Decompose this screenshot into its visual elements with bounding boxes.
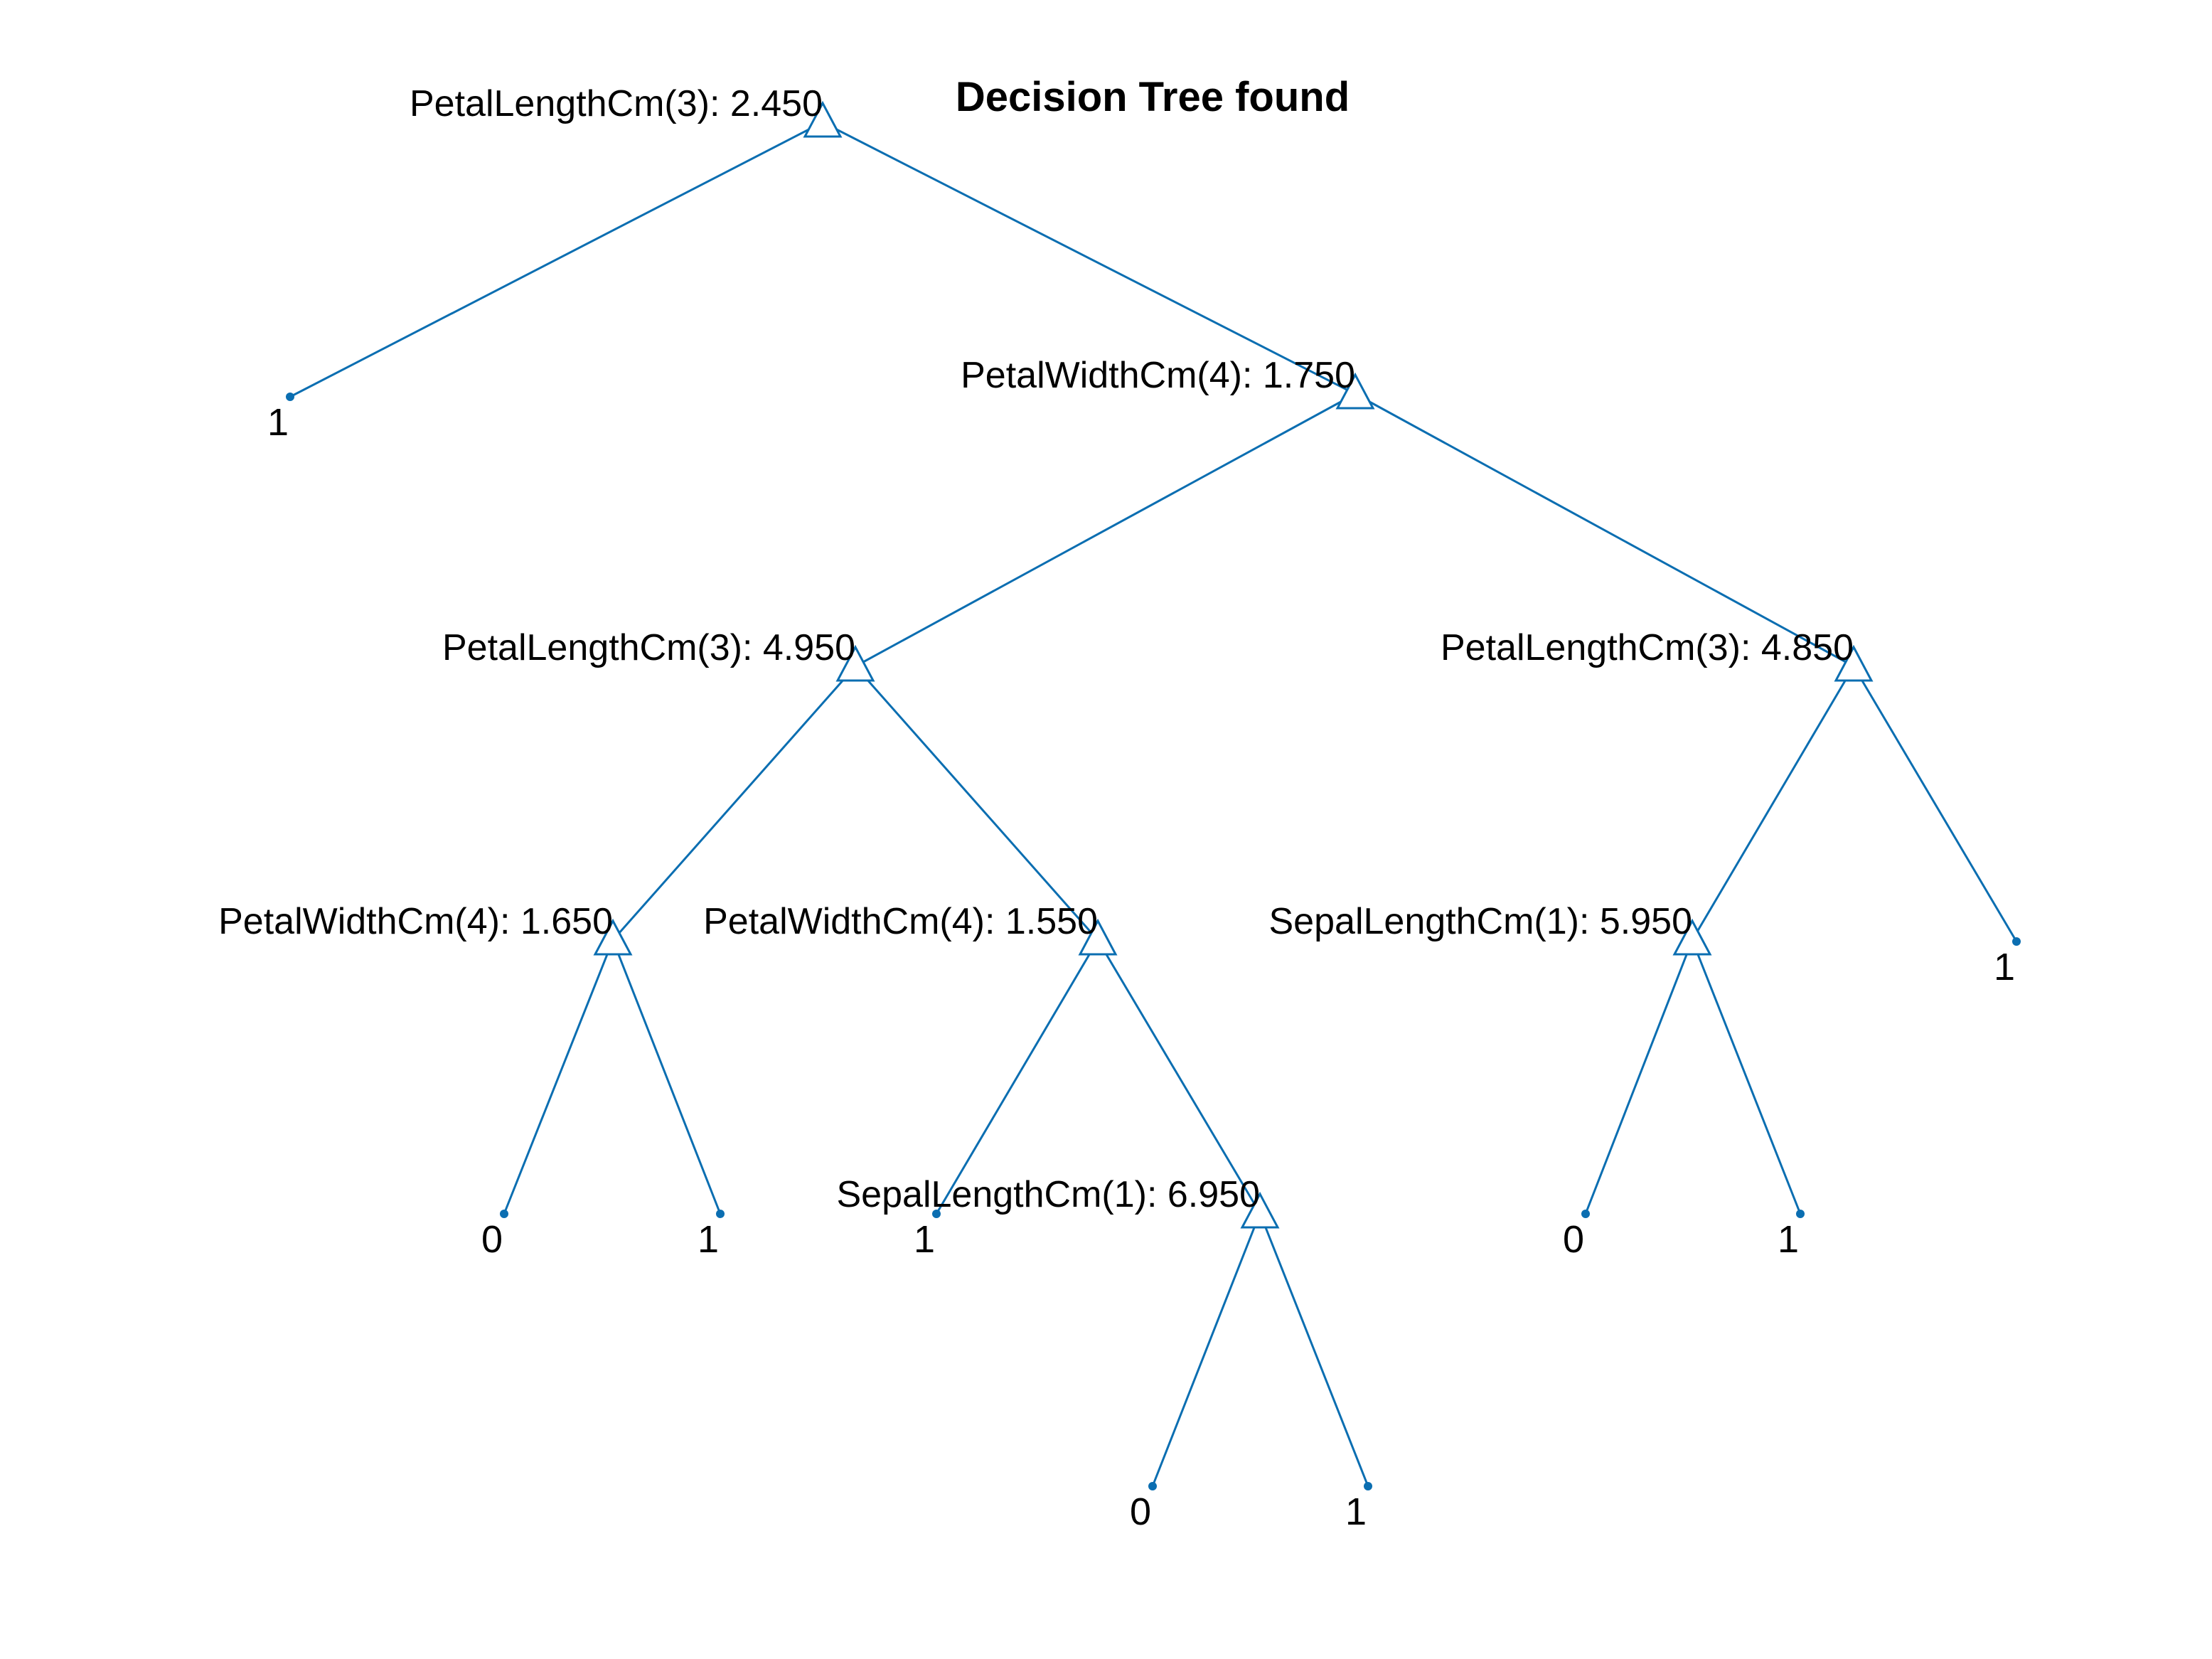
tree-edge — [1584, 939, 1694, 1215]
split-node-label: PetalLengthCm(3): 4.950 — [442, 627, 855, 668]
leaf-node-marker — [1148, 1482, 1157, 1490]
split-node-label: SepalLengthCm(1): 5.950 — [1269, 901, 1693, 942]
split-node-marker — [1834, 644, 1874, 682]
leaf-node-marker — [716, 1210, 725, 1218]
split-node-label: PetalWidthCm(4): 1.550 — [703, 901, 1098, 942]
tree-edge — [935, 939, 1099, 1215]
split-node-marker — [835, 644, 875, 682]
split-node-marker — [593, 918, 633, 956]
tree-edge — [1691, 666, 1855, 941]
tree-edges — [289, 121, 2018, 1487]
tree-edge — [1852, 666, 2018, 942]
split-node-marker — [1240, 1191, 1280, 1229]
leaf-node-marker — [1581, 1210, 1590, 1218]
leaf-node-label: 0 — [481, 1218, 503, 1261]
split-node-label: PetalLengthCm(3): 4.850 — [1441, 627, 1854, 668]
leaf-node-marker — [932, 1210, 941, 1218]
tree-edge — [1096, 939, 1261, 1214]
tree-edge — [289, 121, 823, 398]
leaf-node-label: 0 — [1563, 1218, 1584, 1261]
leaf-node-marker — [1796, 1210, 1805, 1218]
tree-edge — [1355, 393, 1854, 668]
tree-nodes: PetalLengthCm(3): 2.4501PetalWidthCm(4):… — [218, 83, 2021, 1533]
tree-edge — [503, 939, 614, 1215]
tree-edge — [855, 393, 1356, 668]
tree-edge — [611, 939, 722, 1215]
leaf-node-marker — [2012, 937, 2021, 946]
tree-edge — [854, 666, 1099, 941]
split-node-marker — [803, 100, 843, 138]
leaf-node-label: 1 — [267, 401, 289, 444]
leaf-node-marker — [500, 1210, 508, 1218]
tree-edge — [1259, 1212, 1369, 1487]
leaf-node-label: 1 — [1778, 1218, 1799, 1261]
leaf-node-marker — [1364, 1482, 1372, 1490]
split-node-label: SepalLengthCm(1): 6.950 — [837, 1174, 1261, 1215]
split-node-label: PetalWidthCm(4): 1.750 — [961, 355, 1355, 396]
leaf-node-label: 1 — [1994, 946, 2015, 988]
split-node-marker — [1672, 918, 1712, 956]
tree-title: Decision Tree found — [956, 74, 1350, 120]
split-node-label: PetalLengthCm(3): 2.450 — [410, 83, 823, 124]
leaf-node-label: 0 — [1130, 1490, 1151, 1533]
leaf-node-label: 1 — [1345, 1490, 1367, 1533]
leaf-node-label: 1 — [698, 1218, 719, 1261]
tree-edge — [1691, 939, 1802, 1215]
tree-edge — [1151, 1212, 1261, 1487]
leaf-node-marker — [286, 393, 294, 401]
tree-edge — [822, 121, 1356, 395]
tree-edge — [611, 666, 857, 941]
split-node-label: PetalWidthCm(4): 1.650 — [218, 901, 613, 942]
split-node-marker — [1335, 372, 1375, 410]
leaf-node-label: 1 — [914, 1218, 935, 1261]
split-node-marker — [1078, 918, 1118, 956]
